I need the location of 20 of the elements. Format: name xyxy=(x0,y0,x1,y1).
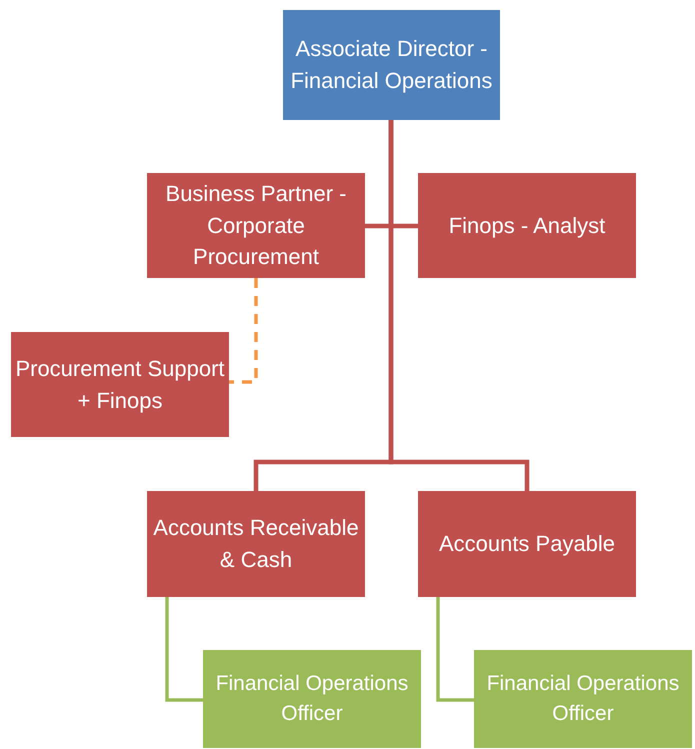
org-box xyxy=(474,650,692,748)
connector-line xyxy=(165,597,203,702)
role-title: Accounts Payable xyxy=(438,530,616,558)
role-title: Financial Operations Officer xyxy=(214,670,410,727)
connector-line xyxy=(436,597,474,702)
role-title: Accounts Receivable & Cash xyxy=(152,514,360,574)
connector-line xyxy=(388,120,530,491)
dashed-connector xyxy=(229,278,258,384)
role-title: Procurement Support + Finops xyxy=(14,354,226,415)
role-title: Financial Operations Officer xyxy=(486,670,680,727)
role-title: Business Partner - Corporate Procurement xyxy=(164,180,348,272)
org-box xyxy=(147,173,365,278)
org-box xyxy=(203,650,421,748)
org-box xyxy=(147,491,365,597)
role-title: Finops - Analyst xyxy=(448,212,606,240)
org-box xyxy=(283,10,500,120)
org-box xyxy=(11,332,229,437)
org-box xyxy=(418,173,636,278)
org-box xyxy=(418,491,636,597)
role-title: Associate Director - Financial Operations xyxy=(290,35,494,95)
